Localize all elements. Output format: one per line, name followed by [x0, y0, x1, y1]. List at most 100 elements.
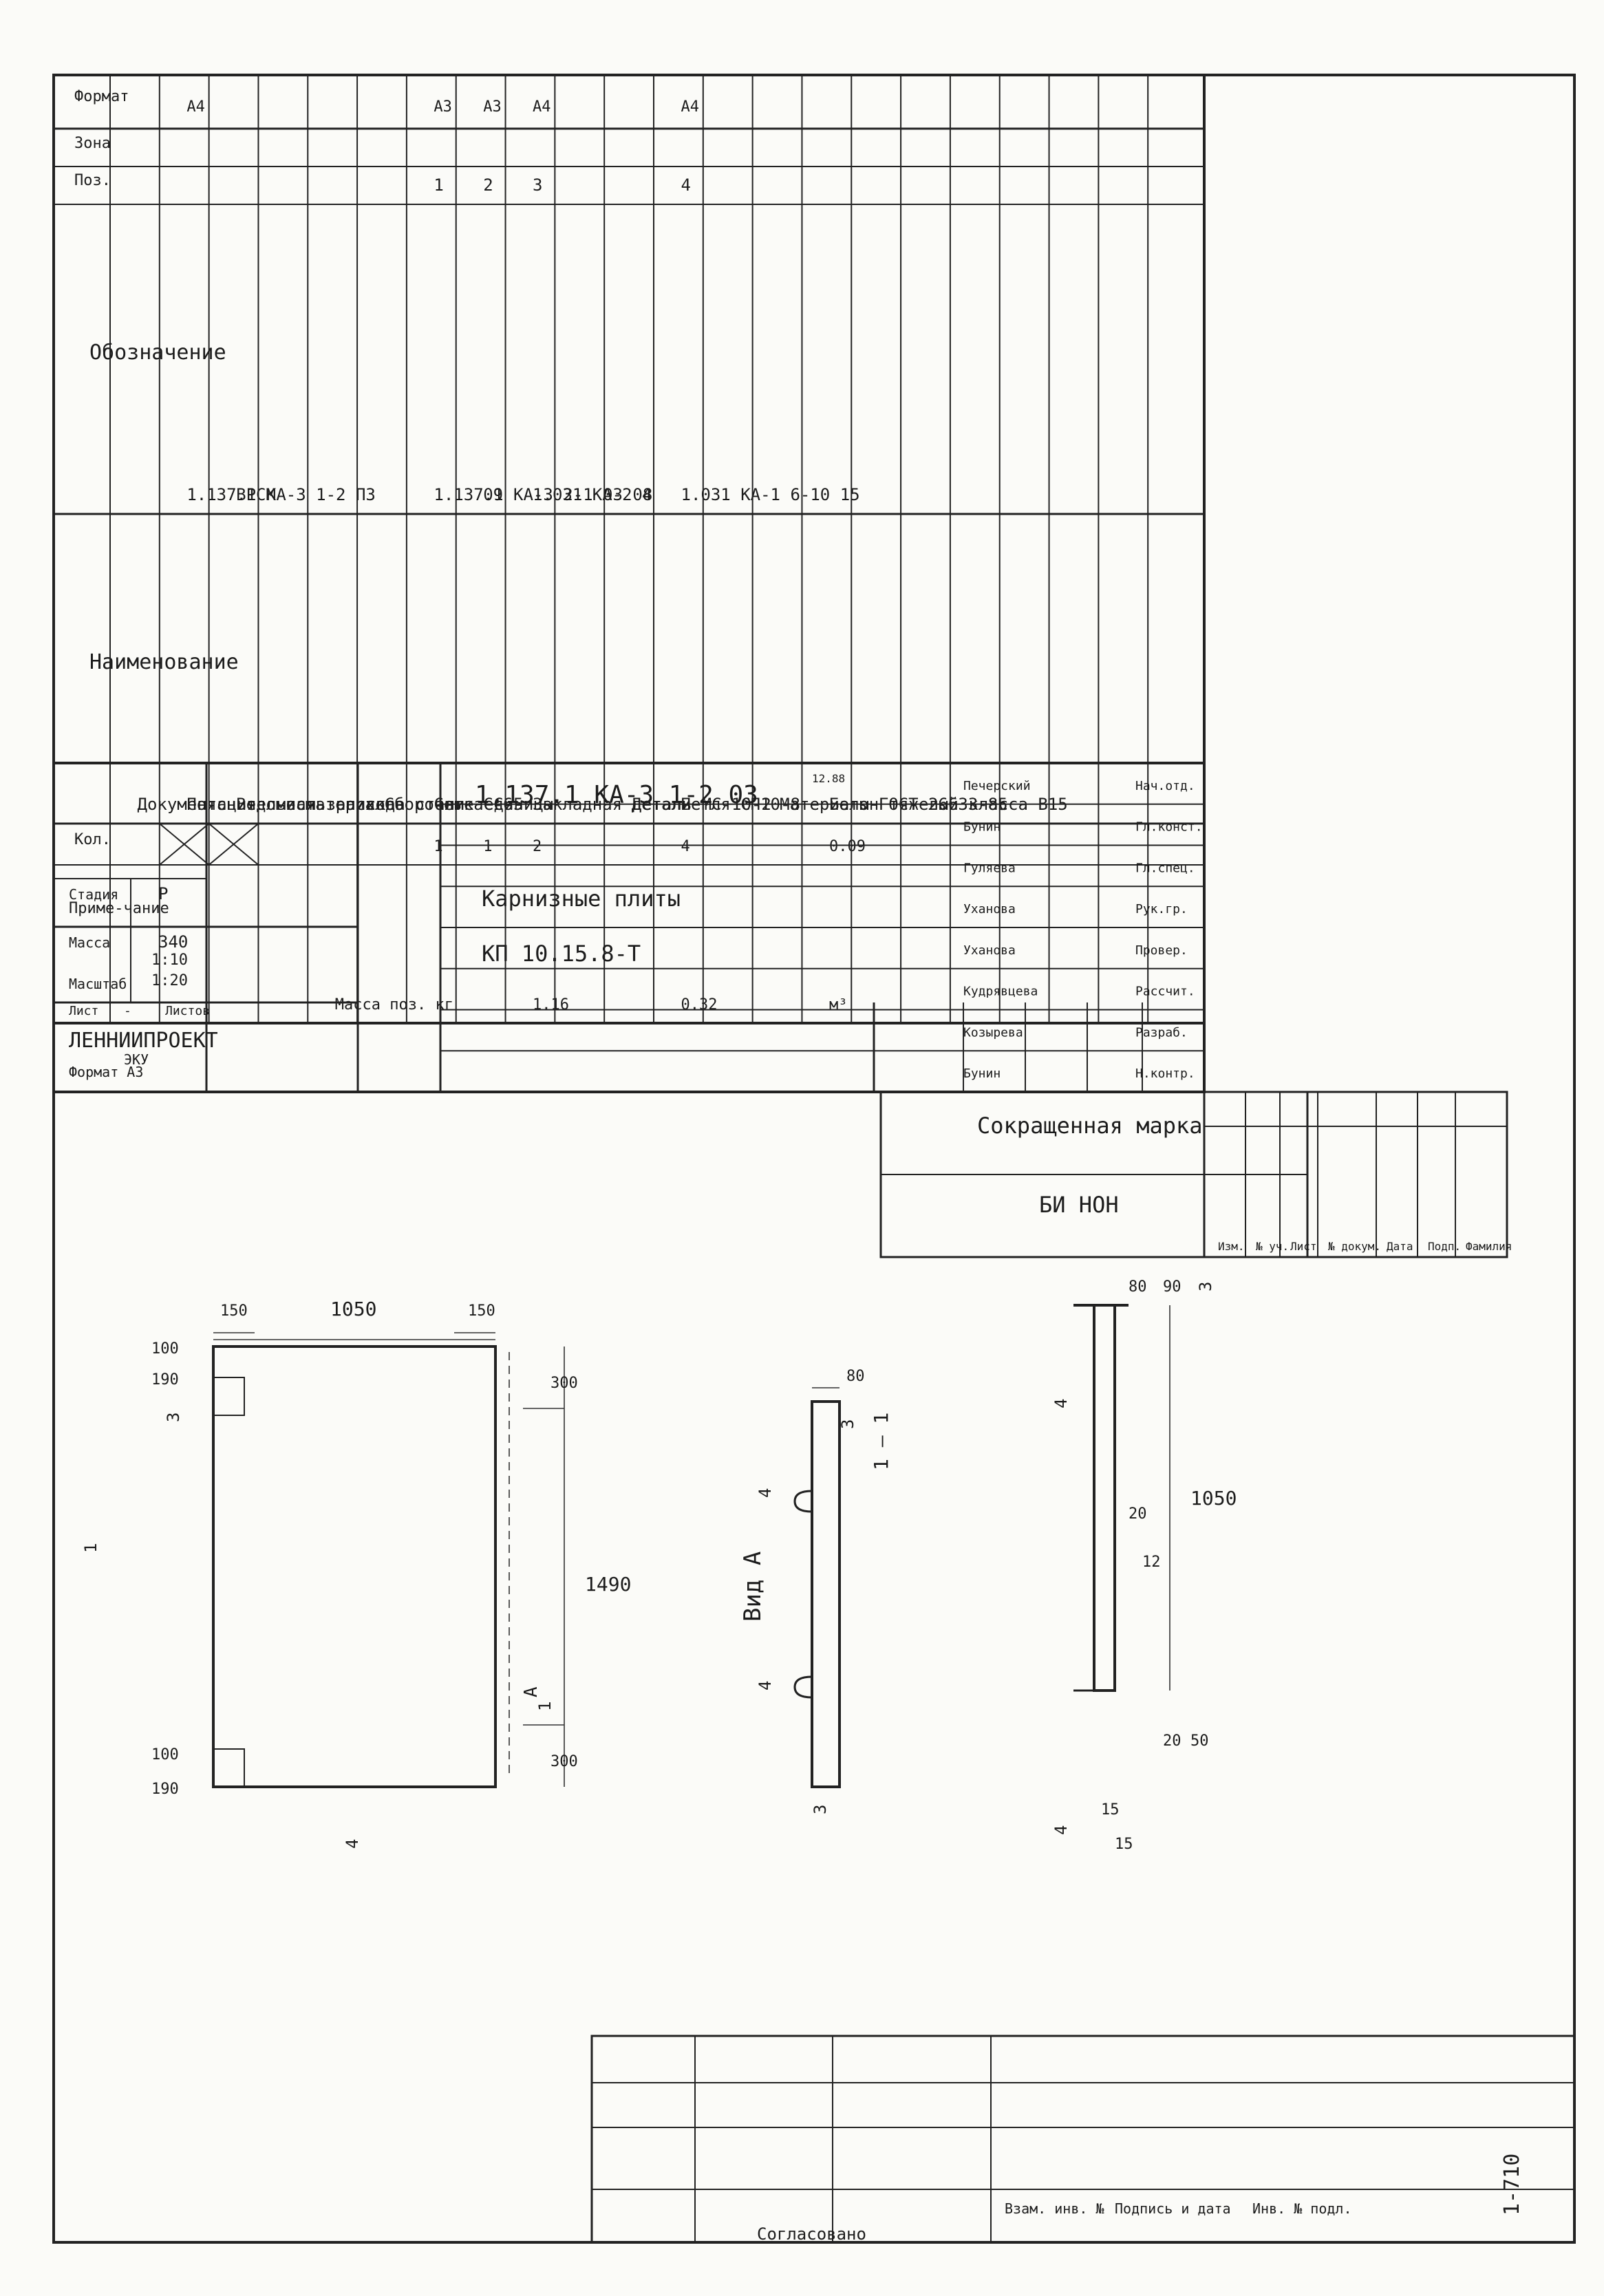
- spec-cell-name: Ведомость расхода стали: [236, 795, 464, 814]
- cross-mark: [208, 823, 259, 866]
- plan-width: 1490: [585, 1573, 631, 1596]
- spec-cell-pos: 4: [681, 175, 691, 195]
- view-a-pos-3a: 3: [838, 1419, 857, 1429]
- sign-name: Уханова: [963, 902, 1016, 916]
- section-dim-15b: 15: [1115, 1836, 1133, 1853]
- sign-name: Печерский: [963, 779, 1031, 793]
- sign-name: Уханова: [963, 943, 1016, 958]
- section-dim-20b: 20: [1129, 1505, 1147, 1523]
- spec-cell-note: Масса поз. кг: [335, 996, 453, 1013]
- page-number: 1-710: [1500, 2153, 1524, 2215]
- org-name: ЛЕННИИПРОЕКТ: [69, 1029, 218, 1053]
- header-note: Приме-чание: [69, 900, 169, 917]
- spec-border: [52, 74, 1206, 1024]
- spec-cell-designation: 1.137.1 КА-3 1-2 ПЗ: [186, 485, 376, 504]
- section-dim-15a: 15: [1101, 1801, 1120, 1818]
- plan-dim-300b: 300: [550, 1753, 578, 1770]
- sign-role: Нач.отд.: [1135, 779, 1195, 793]
- view-a: Вид А 80 3 3 4 4: [739, 1368, 865, 1814]
- agreed-label: Согласовано: [757, 2224, 866, 2244]
- plan-pos-3: 3: [164, 1413, 183, 1422]
- sign-name: Гуляева: [963, 861, 1016, 875]
- plan-dim-150a: 150: [220, 1302, 248, 1320]
- revision-header: Лист: [1290, 1240, 1317, 1253]
- inv-label: Инв. № подл.: [1252, 2200, 1352, 2217]
- spec-cell-pos: 3: [533, 175, 542, 195]
- header-designation: Обозначение: [89, 341, 226, 365]
- scale-value-2: 1:10: [151, 952, 188, 969]
- plan-dim-190b: 190: [151, 1781, 179, 1798]
- view-a-pos-4a: 4: [756, 1488, 775, 1498]
- header-pos: Поз.: [74, 172, 111, 189]
- spec-cell-qty: 2: [533, 838, 542, 855]
- spec-cell-note: 1.16: [533, 996, 569, 1013]
- plan-dim-150b: 150: [468, 1302, 495, 1320]
- spec-cell-qty: 1: [434, 838, 442, 855]
- spec-cell-name: и материалов: [286, 795, 405, 814]
- abbrev-mark-box: Сокращенная марка БИ НОН: [879, 1091, 1309, 1258]
- spec-cell-designation: 1.031 КА-1 6-10 15: [681, 485, 860, 504]
- specification-table: Формат Зона Поз. Обозначение Наименовани…: [52, 74, 1206, 1024]
- sheet-value: -: [124, 1004, 131, 1018]
- revision-header: № уч.: [1256, 1240, 1289, 1253]
- plan-section-label: 1: [535, 1702, 555, 1711]
- scale-value-1: 1:20: [151, 972, 188, 989]
- sign-name: Бунин: [963, 1066, 1001, 1081]
- section-pos-4b: 4: [1051, 1825, 1071, 1835]
- spec-cell-designation: 09: [483, 485, 503, 504]
- spec-cell-name: Документация: [138, 795, 257, 814]
- plan-dim-190a: 190: [151, 1371, 179, 1388]
- plan-dim-100b: 100: [151, 1746, 179, 1763]
- plan-outline: [212, 1345, 497, 1788]
- view-a-dim-80: 80: [846, 1368, 865, 1385]
- section-1-1: 1 — 1 1050 80 90 50 20 20 15 15 12 3 4 4: [870, 1278, 1237, 1853]
- stage-label: Стадия: [69, 886, 118, 903]
- cross-mark: [159, 823, 210, 866]
- revision-header: Фамилия: [1466, 1240, 1512, 1253]
- view-a-pos-4b: 4: [756, 1681, 775, 1691]
- plan-view: 1490 1050 150 150 300 300 100 190 100 19…: [81, 1298, 631, 1849]
- title-code: 1.137.1 КА-3 1-2 03: [475, 781, 758, 809]
- spec-cell-format: А4: [186, 98, 205, 116]
- product-name: Карнизные плиты: [482, 886, 681, 912]
- section-dim-80: 80: [1129, 1278, 1147, 1296]
- spec-cell-qty: 1: [483, 838, 492, 855]
- plan-height: 1050: [330, 1298, 376, 1320]
- sheet-label: Лист: [69, 1004, 98, 1018]
- sign-name: Бунин: [963, 820, 1001, 835]
- scale-label: Масштаб: [69, 976, 127, 992]
- section-title: 1 — 1: [870, 1413, 892, 1470]
- sign-role: Гл.спец.: [1135, 861, 1195, 875]
- spec-cell-designation: ВРСМ: [236, 485, 276, 504]
- signature-rows: Нач.отд.ПечерскийГл.конст.БунинГл.спец.Г…: [440, 772, 1204, 1093]
- spec-cell-pos: 1: [434, 175, 443, 195]
- sign-role: Разраб.: [1135, 1025, 1188, 1040]
- section-dim-20a: 20: [1163, 1732, 1181, 1750]
- sign-date: 12.88: [812, 772, 845, 785]
- sheets-label: Листов: [165, 1004, 210, 1018]
- header-zone: Зона: [74, 135, 111, 152]
- spec-cell-name: Пояснительная записка: [186, 795, 395, 814]
- sign-date-label: Подпись и дата: [1115, 2200, 1231, 2217]
- plan-arrow-label: А: [521, 1686, 542, 1697]
- view-a-pos-3b: 3: [811, 1805, 830, 1814]
- section-pos-4a: 4: [1051, 1399, 1071, 1408]
- sign-name: Козырева: [963, 1025, 1023, 1040]
- title-block: 1.137.1 КА-3 1-2 03 Карнизные плиты КП 1…: [52, 762, 1206, 1093]
- spec-cell-note: 0.32: [681, 996, 718, 1013]
- plan-pos-4: 4: [343, 1839, 362, 1849]
- view-a-title: Вид А: [739, 1552, 767, 1622]
- stage-value: Р: [158, 884, 168, 903]
- spec-cell-qty: 4: [681, 838, 690, 855]
- sign-role: Н.контр.: [1135, 1066, 1195, 1081]
- section-pos-3: 3: [1196, 1282, 1215, 1291]
- spec-cell-note: м³: [829, 996, 848, 1013]
- plan-dim-100a: 100: [151, 1340, 179, 1358]
- abbrev-mark-value: БИ НОН: [1039, 1192, 1119, 1218]
- spec-cell-format: А4: [681, 98, 700, 116]
- sign-name: Кудрявцева: [963, 985, 1038, 999]
